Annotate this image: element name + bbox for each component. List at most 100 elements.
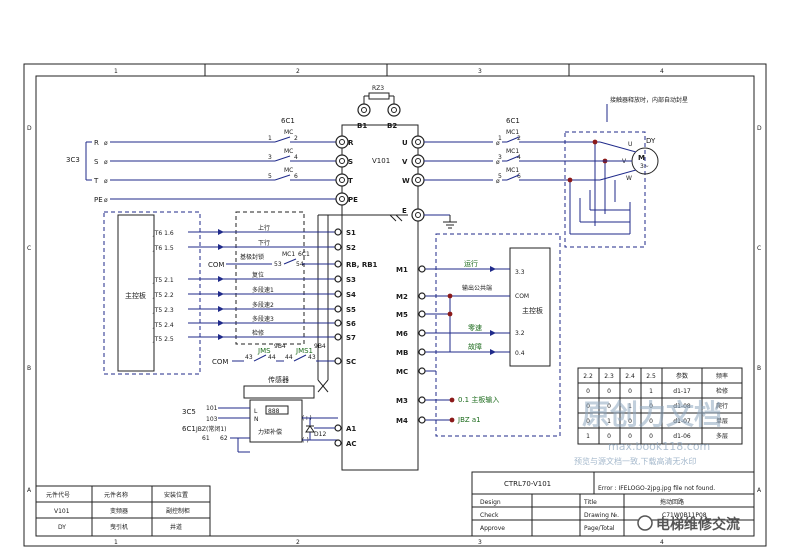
inv-in-terminal: S3 <box>346 276 356 284</box>
speed-header: 频率 <box>716 372 728 380</box>
inv-in-terminal: RB, RB1 <box>346 261 378 269</box>
inv-out-terminal: M1 <box>396 266 408 274</box>
col-marker: 3 <box>478 539 482 546</box>
inner-frame <box>35 75 755 537</box>
inv-out-terminal: M3 <box>396 397 408 405</box>
right-label: 故障 <box>468 342 482 351</box>
row-marker: A <box>757 487 762 494</box>
inverter-name: V101 <box>372 157 390 165</box>
function-label: 检修 <box>252 329 264 337</box>
function-label: 下行 <box>258 239 270 247</box>
speed-cell: d1-07 <box>673 418 691 425</box>
contact-num: 5 <box>498 173 502 180</box>
left-pin: JT6 1.6 <box>152 230 174 237</box>
speed-cell: 0 <box>586 418 590 425</box>
contact-num: 1 <box>268 135 272 142</box>
row-marker: A <box>27 487 32 494</box>
right-main-board: 主控板 运行 输出公共端 零速 故障 3.3 COM 3.2 0.4 0.1 主… <box>396 233 561 437</box>
outer-frame <box>23 63 767 547</box>
watermark-url: max.book118.com <box>608 440 710 453</box>
title-row-label: Design <box>480 499 501 506</box>
drawing-label: Drawing №. <box>584 512 619 519</box>
title-block: CTRL70-V101 Error : IFELOGO-2jpg.jpg fil… <box>471 471 755 537</box>
inv-earth: E <box>402 207 407 215</box>
bom-cell: 井道 <box>170 523 182 531</box>
contact-num: 9B4 <box>314 343 326 350</box>
phase-s-label: S <box>94 158 99 166</box>
star-contactor-box <box>564 131 646 248</box>
right-pin: 0.4 <box>515 350 525 357</box>
relay-num: 62 <box>220 435 228 442</box>
row-markers: D C B A D C B A <box>27 125 762 494</box>
phase-r-label: R <box>94 139 99 147</box>
right-board-title: 主控板 <box>522 306 543 315</box>
output-breaker-label: 6C1 <box>506 117 520 125</box>
watermark-slogan: 预览与源文档一致,下载高清无水印 <box>574 456 697 466</box>
inv-out-terminal: MB <box>396 349 408 357</box>
inv-out-u: U <box>402 139 408 147</box>
left-main-board: 主控板 JT6 1.6 JT6 1.5 JT5 2.1 JT5 2.2 JT5 … <box>103 211 378 375</box>
brake-b2: B2 <box>387 122 397 130</box>
inv-in-terminal: S5 <box>346 306 356 314</box>
inverter-outline <box>341 124 419 471</box>
contactor-label: MC1 <box>506 167 519 174</box>
project-id: CTRL70-V101 <box>504 480 551 488</box>
jms1-label: JMS1 <box>295 347 313 355</box>
speed-cell: 0 <box>607 388 611 395</box>
function-label: 多段速3 <box>252 315 274 323</box>
bom-table: 元件代号 元件名称 安装位置 V101 变频器 副控制柜 DY 曳引机 井道 <box>35 485 211 537</box>
contact-num: 6 <box>294 173 298 180</box>
function-box <box>235 211 305 345</box>
power-label: N <box>254 416 259 423</box>
row-marker: D <box>27 125 32 132</box>
inv-out-w: W <box>402 177 410 185</box>
contactor-label: MC1 <box>506 129 519 136</box>
terminal-mark: ø <box>496 140 500 147</box>
contact-num: 53 <box>274 261 282 268</box>
col-marker: 1 <box>114 68 118 75</box>
inv-a-terminal: A1 <box>346 425 356 433</box>
speed-cell: 0 <box>649 403 653 410</box>
title-row-label: Approve <box>480 525 505 532</box>
speed-cell: 1 <box>586 433 590 440</box>
function-label: 复位 <box>252 271 264 279</box>
contact-num: 3 <box>498 154 502 161</box>
contact-num: 2 <box>294 135 298 142</box>
contact-num: 9B4 <box>274 343 286 350</box>
bom-header: 元件代号 <box>46 491 70 499</box>
function-label: 基极封锁 <box>240 253 264 261</box>
speed-cell: 0 <box>586 403 590 410</box>
inv-a-terminal: AC <box>346 440 357 448</box>
speed-cell: 0 <box>649 418 653 425</box>
speed-header: 参数 <box>676 372 688 380</box>
terminal-mark: ø <box>104 159 108 166</box>
speed-cell: d1-08 <box>673 403 691 410</box>
speed-cell: 0 <box>607 433 611 440</box>
phase-t-label: T <box>93 177 99 185</box>
bom-cell: DY <box>58 524 66 531</box>
inv-in-terminal: S1 <box>346 229 356 237</box>
contactor-label: MC1 <box>282 251 295 258</box>
terminal-mark: ø <box>104 140 108 147</box>
speed-header: 2.2 <box>583 373 593 380</box>
terminal-mark: ø <box>496 178 500 185</box>
speed-cell: 1 <box>649 388 653 395</box>
page-label: Page/Total <box>584 525 615 532</box>
sensor-feed-label: 3C5 <box>182 408 196 416</box>
row-marker: C <box>27 245 31 252</box>
diode-label: D12 <box>314 431 326 438</box>
speed-cell: 单层 <box>716 417 728 425</box>
speed-cell: 0 <box>649 433 653 440</box>
inv-in-terminal: S4 <box>346 291 356 299</box>
right-pin: 3.2 <box>515 330 525 337</box>
bom-header: 安装位置 <box>164 491 188 499</box>
bom-cell: 变频器 <box>110 507 128 515</box>
contact-num: 4 <box>517 154 521 161</box>
motor-m-glyph: M <box>638 154 645 162</box>
inv-out-terminal: M6 <box>396 330 408 338</box>
row-marker: D <box>757 125 762 132</box>
right-label: 输出公共端 <box>462 284 492 292</box>
terminal-mark: ø <box>496 159 500 166</box>
